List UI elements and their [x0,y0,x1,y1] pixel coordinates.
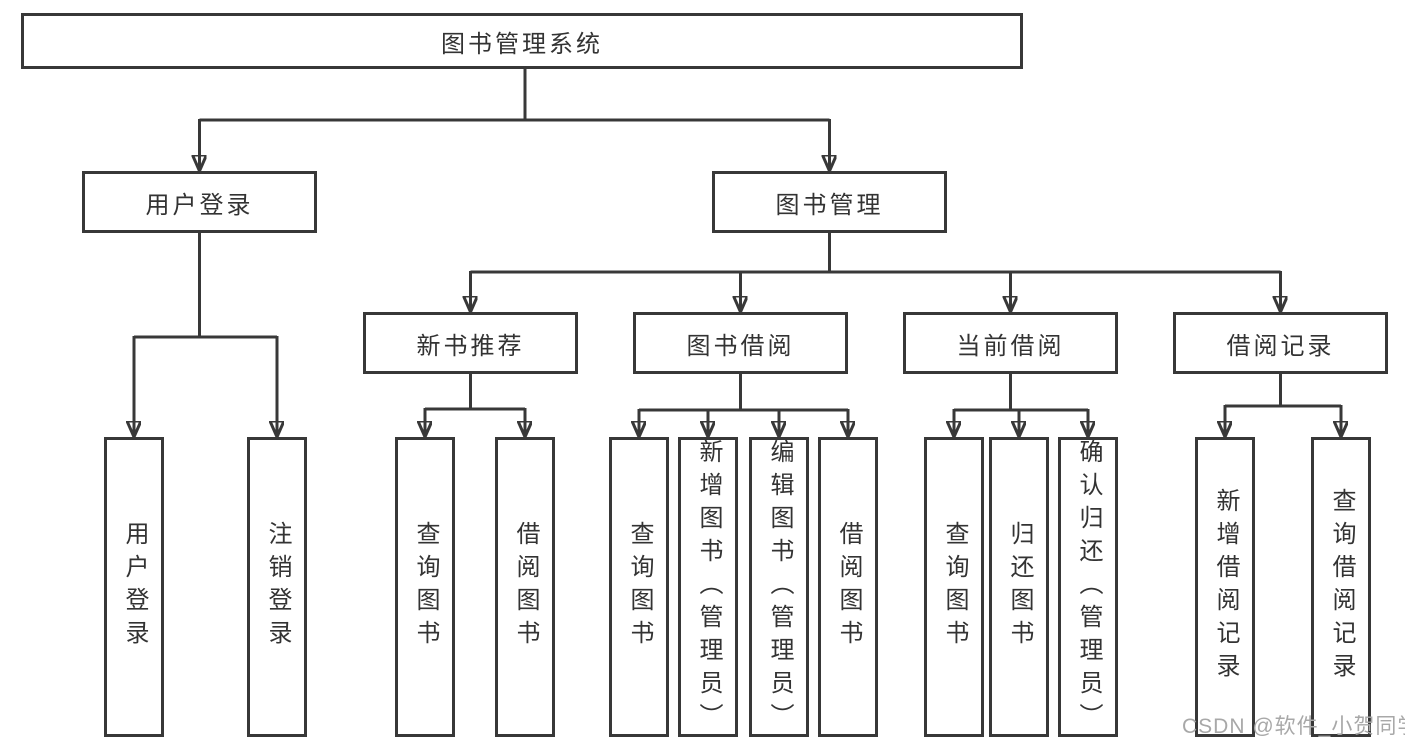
leaf-add-book-admin: 新增图书（管理员） [678,437,738,737]
connector-segment [639,374,848,412]
connector-borrowrecord-to-leaves [1225,374,1341,437]
leaf-logout: 注销登录 [247,437,307,737]
leaf-return-book: 归还图书 [989,437,1049,737]
connector-segment [134,233,277,339]
leaf-add-borrow-record: 新增借阅记录 [1195,437,1255,737]
leaf-label: 借阅图书 [512,521,539,653]
connector-userlogin-to-leaves [134,233,277,437]
leaf-label: 用户登录 [121,521,148,653]
leaf-query-book-recommend: 查询图书 [395,437,455,737]
leaf-label: 查询图书 [412,521,439,653]
connector-newbook-to-leaves [425,374,525,437]
leaf-label: 编辑图书（管理员） [766,438,793,736]
leaf-borrow-book-recommend: 借阅图书 [495,437,555,737]
leaf-edit-book-admin: 编辑图书（管理员） [749,437,809,737]
connector-bookborrow-to-leaves [639,374,848,437]
leaf-query-book-borrow: 查询图书 [609,437,669,737]
leaf-label: 借阅图书 [835,521,862,653]
node-new-book-recommend: 新书推荐 [363,312,578,374]
leaf-label: 查询图书 [941,521,968,653]
leaf-label: 新增借阅记录 [1212,488,1239,686]
connector-currentborrow-to-leaves [954,374,1088,437]
node-user-login: 用户登录 [82,171,317,233]
leaf-label: 查询借阅记录 [1328,488,1355,686]
leaf-label: 注销登录 [264,521,291,653]
connector-segment [425,374,525,411]
leaf-label: 新增图书（管理员） [695,438,722,736]
connector-segment [954,374,1088,412]
connector-segment [470,233,1281,274]
leaf-query-borrow-record: 查询借阅记录 [1311,437,1371,737]
leaf-label: 归还图书 [1006,521,1033,653]
leaf-confirm-return-admin: 确认归还（管理员） [1058,437,1118,737]
node-book-borrow: 图书借阅 [633,312,848,374]
connector-segment [199,69,830,122]
leaf-label: 确认归还（管理员） [1075,438,1102,736]
node-current-borrow: 当前借阅 [903,312,1118,374]
connector-bookmgmt-to-level3 [471,233,1281,312]
leaf-borrow-book: 借阅图书 [818,437,878,737]
leaf-label: 查询图书 [626,521,653,653]
node-root-system: 图书管理系统 [21,13,1023,69]
watermark: CSDN @软件_小贺同学 [1182,715,1405,738]
node-borrow-records: 借阅记录 [1173,312,1388,374]
leaf-query-book-current: 查询图书 [924,437,984,737]
connector-segment [1225,374,1341,408]
connector-root-to-level2 [200,69,830,171]
node-book-management: 图书管理 [712,171,947,233]
leaf-user-login: 用户登录 [104,437,164,737]
